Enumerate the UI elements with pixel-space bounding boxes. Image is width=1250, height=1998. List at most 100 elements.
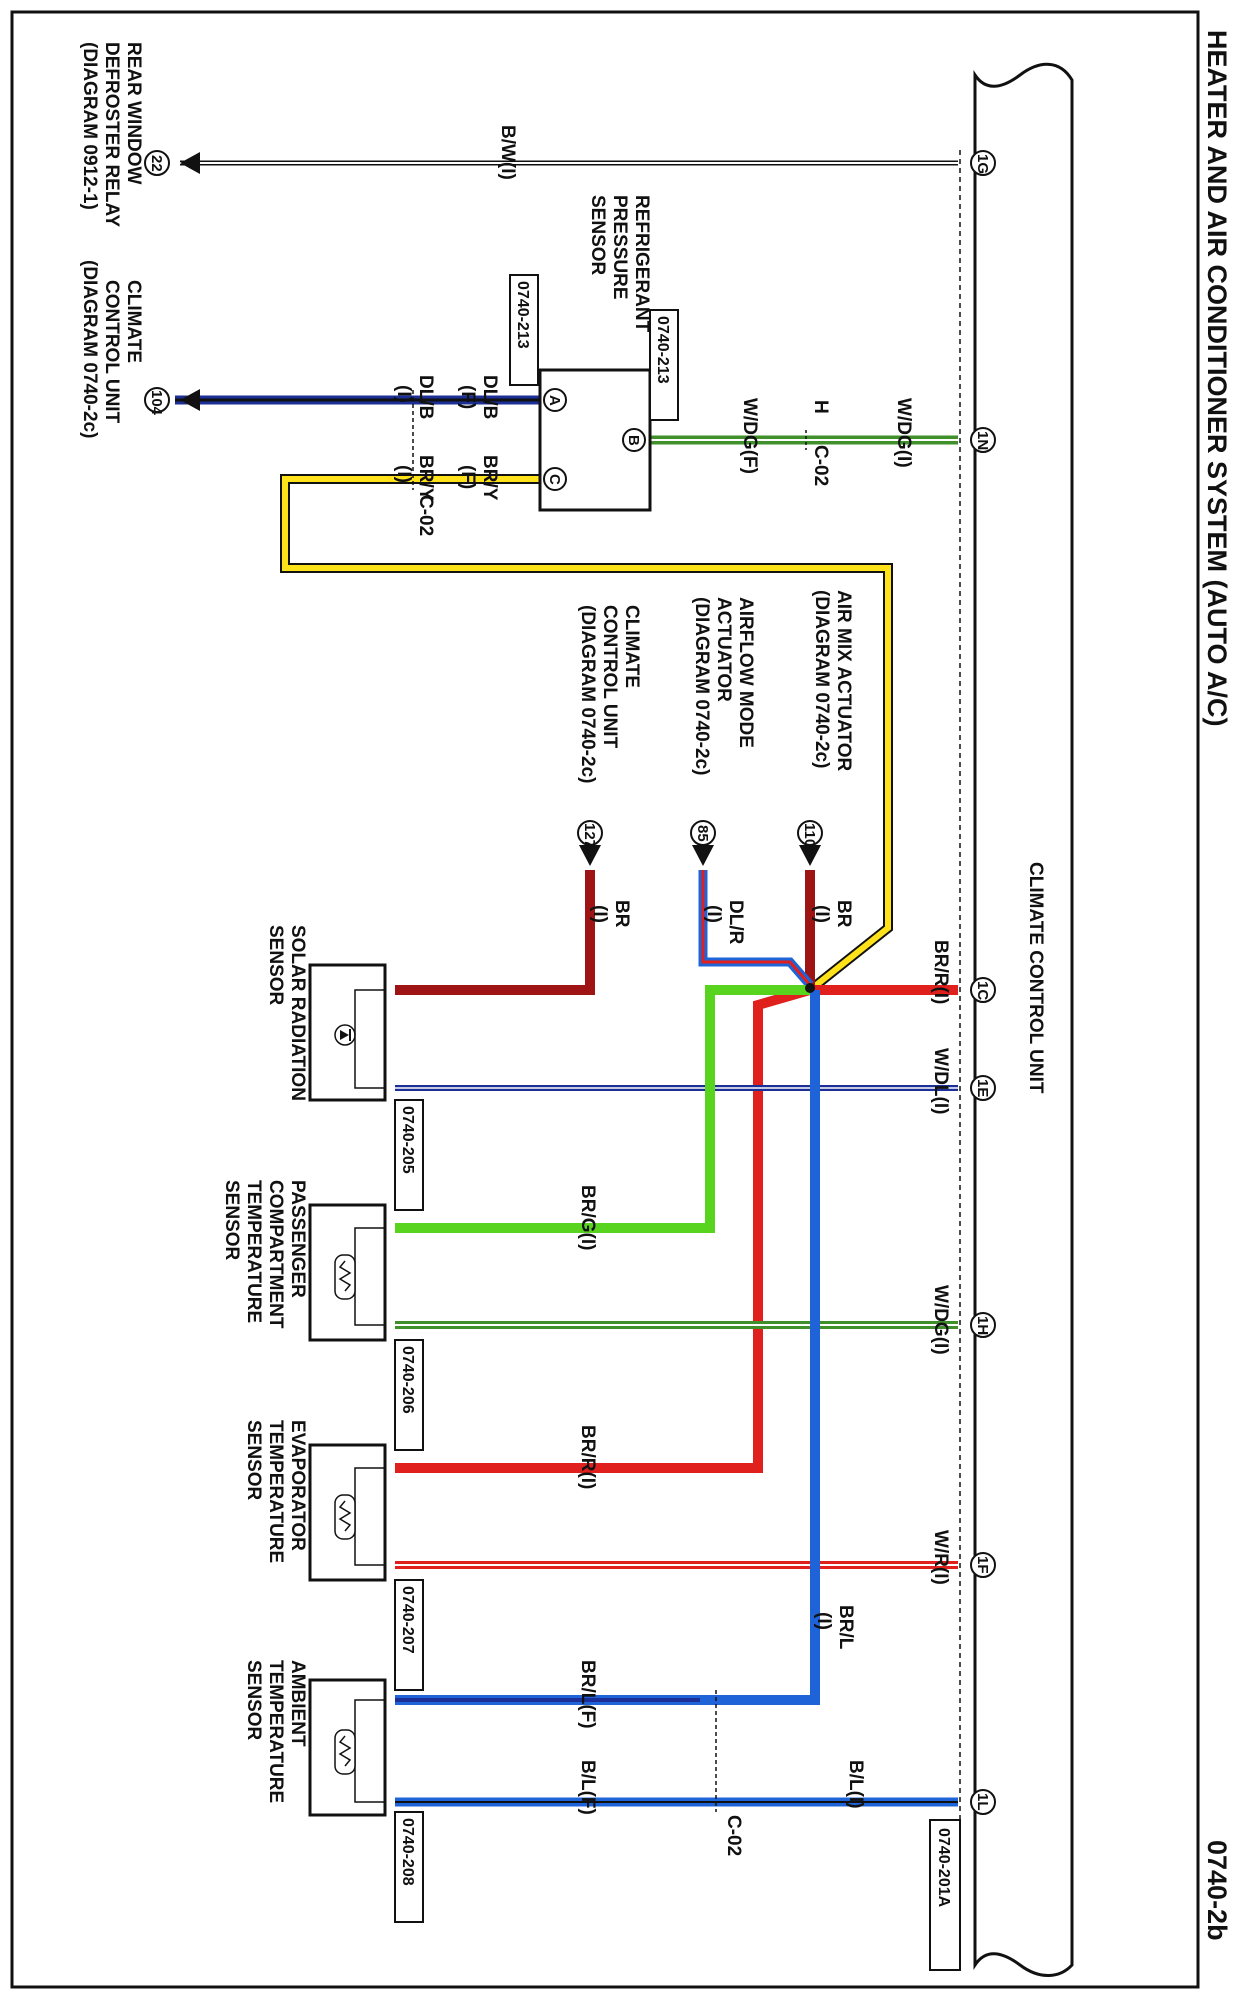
ccu2c-l3: (DIAGRAM 0740-2c) [79, 260, 100, 438]
thermistor-icon [334, 1729, 356, 1775]
svg-text:W/R(I): W/R(I) [930, 1530, 951, 1585]
rear-defroster-l1: REAR WINDOW [123, 42, 144, 185]
svg-text:0740-213: 0740-213 [654, 316, 671, 384]
svg-text:0740-207: 0740-207 [399, 1586, 416, 1654]
svg-text:(I): (I) [393, 465, 414, 483]
svg-text:BR/L: BR/L [835, 1605, 856, 1650]
svg-text:SENSOR: SENSOR [221, 1180, 242, 1261]
svg-text:C-02: C-02 [723, 1815, 744, 1856]
svg-text:85: 85 [694, 825, 711, 842]
svg-text:TEMPERATURE: TEMPERATURE [265, 1420, 286, 1563]
refrigerant-connector-box-a [509, 274, 539, 386]
svg-text:DL/B: DL/B [479, 375, 500, 419]
evaporator-connector-box [394, 1579, 424, 1691]
svg-text:BR/L(F): BR/L(F) [577, 1660, 598, 1729]
wire-labels: B/W(I) W/DG(I) H C-02 W/DG(F) DL/B (F) B… [393, 125, 951, 1856]
arrow-connector-icon [180, 389, 200, 411]
arrow-connector-icon [692, 845, 714, 866]
svg-text:1N: 1N [974, 431, 991, 450]
svg-text:BR/Y: BR/Y [479, 455, 500, 501]
svg-text:1E: 1E [974, 1079, 991, 1097]
svg-text:SENSOR: SENSOR [265, 925, 286, 1006]
svg-text:B/L(F): B/L(F) [577, 1760, 598, 1815]
arrow-connector-icon [579, 845, 601, 866]
arrow-connector-icon [180, 152, 200, 174]
svg-text:PASSENGER: PASSENGER [287, 1180, 308, 1298]
ambient-connector-box [394, 1811, 424, 1923]
svg-text:BR/G(I): BR/G(I) [577, 1185, 598, 1250]
svg-text:DL/B: DL/B [415, 375, 436, 419]
ref-85: 85 [690, 820, 716, 866]
svg-text:TEMPERATURE: TEMPERATURE [243, 1180, 264, 1323]
svg-text:DL/R: DL/R [725, 900, 746, 945]
svg-text:0740-213: 0740-213 [514, 281, 531, 349]
ref-110: 110 [797, 820, 823, 866]
svg-text:B/W(I): B/W(I) [497, 125, 518, 180]
solar-sensor-body [308, 963, 387, 1102]
splice-junction [805, 983, 815, 993]
svg-text:(I): (I) [393, 385, 414, 403]
wire-brg [395, 985, 810, 1233]
ccu2c-l1: CLIMATE [123, 280, 144, 363]
svg-text:W/DG(I): W/DG(I) [930, 1285, 951, 1355]
passenger-connector-box [394, 1339, 424, 1451]
pin-1g: 1G [970, 150, 996, 176]
ccu-body [973, 62, 1074, 1977]
ccu127-l2: CONTROL UNIT [599, 605, 620, 749]
svg-text:127: 127 [581, 823, 598, 848]
svg-text:104: 104 [148, 390, 165, 416]
pin-1e: 1E [970, 1075, 996, 1101]
pin-1h: 1H [970, 1312, 996, 1338]
svg-text:W/DG(I): W/DG(I) [893, 398, 914, 468]
thermistor-icon [334, 1254, 356, 1300]
svg-text:0740-208: 0740-208 [399, 1818, 416, 1886]
ccu2c-l2: CONTROL UNIT [101, 280, 122, 424]
svg-text:(I): (I) [589, 905, 610, 923]
svg-text:REFRIGERANT: REFRIGERANT [631, 195, 652, 333]
wire-br-solar [395, 870, 595, 995]
svg-text:B: B [625, 435, 642, 446]
svg-text:EVAPORATOR: EVAPORATOR [287, 1420, 308, 1551]
pin-1c: 1C [970, 977, 996, 1003]
svg-text:COMPARTMENT: COMPARTMENT [265, 1180, 286, 1329]
refrigerant-pressure-sensor: A B C 0740-213 0740-213 REFRIGERANT PRES… [509, 195, 679, 512]
svg-text:C-02: C-02 [415, 495, 436, 536]
svg-text:BR: BR [611, 900, 632, 928]
ccu-connector-id: 0740-201A [935, 1828, 952, 1908]
svg-text:SENSOR: SENSOR [243, 1660, 264, 1741]
svg-text:BR/R(I): BR/R(I) [577, 1425, 598, 1489]
ccu-pins: 1G 1N 1C 1E 1H 1F 1L [970, 150, 996, 1815]
photodiode-icon [334, 1024, 356, 1046]
svg-text:0740-205: 0740-205 [399, 1106, 416, 1174]
svg-text:110: 110 [801, 823, 818, 847]
page-frame [10, 10, 1200, 1989]
svg-text:(F): (F) [457, 465, 478, 489]
refrigerant-connector-box-b [649, 309, 679, 421]
airflow-l1: AIRFLOW MODE [735, 597, 756, 748]
arrow-connector-icon [799, 845, 821, 866]
svg-text:C-02: C-02 [810, 445, 831, 486]
ccu-label: CLIMATE CONTROL UNIT [1025, 862, 1046, 1094]
svg-text:1G: 1G [974, 154, 991, 174]
external-labels: REAR WINDOW DEFROSTER RELAY (DIAGRAM 091… [79, 42, 854, 783]
evaporator-temperature-sensor: 0740-207 EVAPORATOR TEMPERATURE SENSOR [243, 1420, 424, 1691]
diagram-number: 0740-2b [1202, 1840, 1232, 1941]
ccu-connector-box [929, 1819, 961, 1971]
rear-defroster-l3: (DIAGRAM 0912-1) [79, 42, 100, 210]
page-title: HEATER AND AIR CONDITIONER SYSTEM (AUTO … [1202, 30, 1232, 727]
pin-1f: 1F [970, 1552, 996, 1578]
rear-defroster-l2: DEFROSTER RELAY [101, 42, 122, 227]
svg-text:TEMPERATURE: TEMPERATURE [265, 1660, 286, 1803]
pin-1l: 1L [970, 1789, 996, 1815]
svg-text:1F: 1F [974, 1556, 991, 1574]
svg-text:22: 22 [148, 155, 165, 172]
ref-127: 127 [577, 820, 603, 866]
svg-text:(I): (I) [703, 905, 724, 923]
svg-text:B/L(I): B/L(I) [845, 1760, 866, 1809]
connector-breaks [412, 390, 807, 1812]
svg-text:A: A [546, 395, 563, 406]
airflow-l3: (DIAGRAM 0740-2c) [691, 597, 712, 775]
thermistor-icon [334, 1494, 356, 1540]
